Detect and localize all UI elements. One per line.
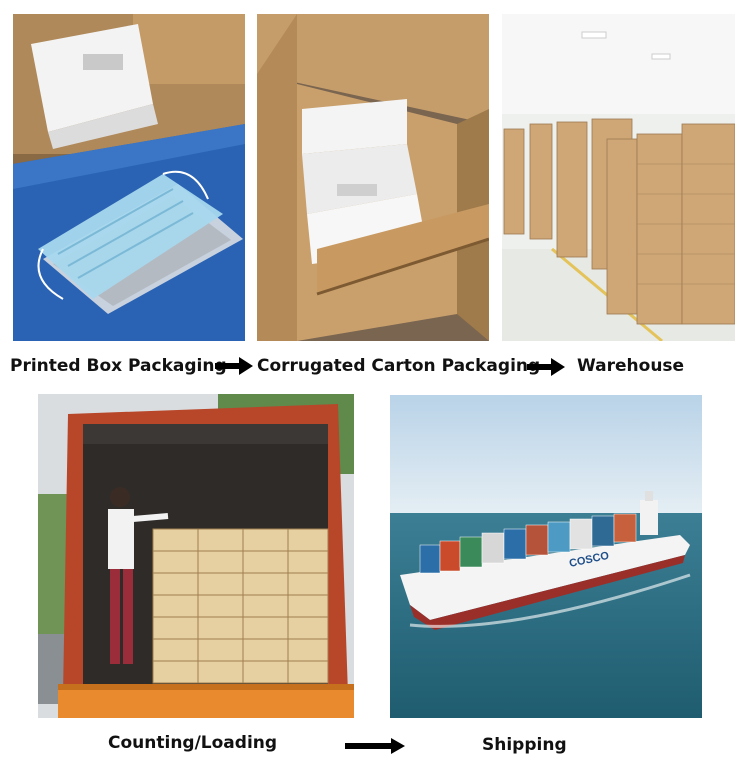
mask-box-and-packs-photo [13,14,245,341]
open-carton-photo [257,14,489,341]
step-label-counting-loading: Counting/Loading [108,733,278,753]
truck-loading-photo [38,394,354,718]
step-label-shipping: Shipping [482,735,567,755]
warehouse-photo [502,14,735,341]
container-ship-photo: COSCO [390,395,702,718]
right-arrow-icon [527,358,565,376]
right-arrow-icon [345,738,405,754]
right-arrow-icon [215,357,253,375]
step-label-printed-box-packaging: Printed Box Packaging [10,356,227,376]
step-label-warehouse: Warehouse [577,356,685,376]
step-label-corrugated-carton-packaging: Corrugated Carton Packaging [257,356,541,376]
